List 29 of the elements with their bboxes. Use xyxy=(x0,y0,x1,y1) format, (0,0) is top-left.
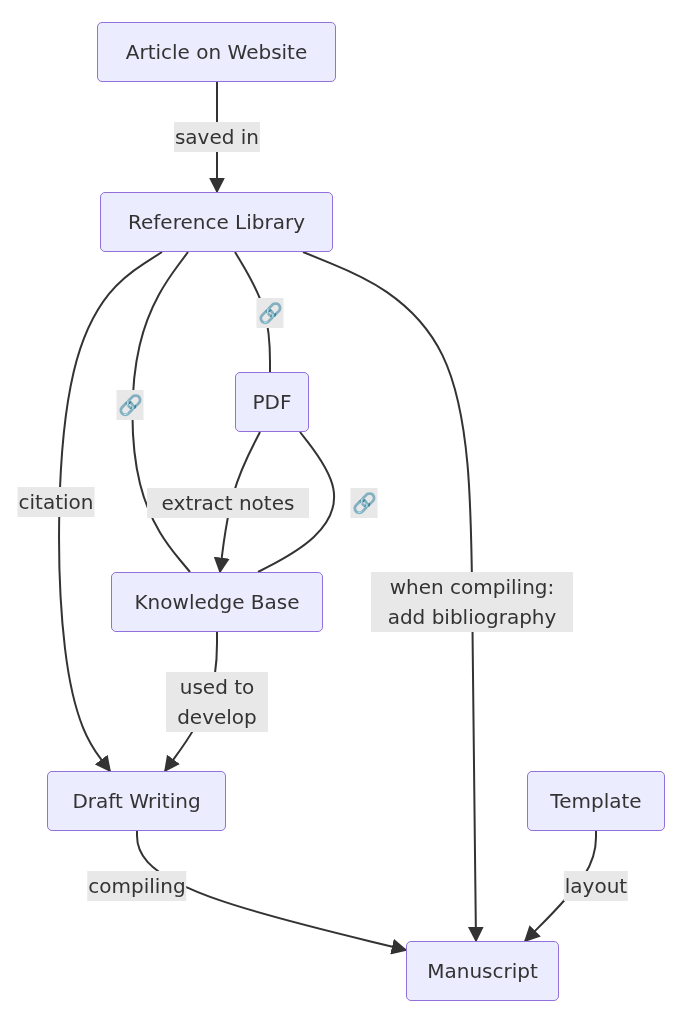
edge-label: 🔗 xyxy=(116,390,144,420)
edge-label: when compiling: add bibliography xyxy=(371,572,573,632)
edge-label: layout xyxy=(563,871,629,901)
process-box xyxy=(527,771,665,831)
process-box xyxy=(100,192,333,252)
edge-label: saved in xyxy=(173,122,261,152)
edge-label: used to develop xyxy=(166,672,268,732)
node-label: Knowledge Base xyxy=(134,590,300,614)
process-box xyxy=(97,22,336,82)
connector-line xyxy=(257,431,336,573)
node-label: Template xyxy=(550,789,642,813)
edge-label: compiling xyxy=(87,871,187,901)
arrow xyxy=(302,251,484,943)
arrow xyxy=(136,830,408,955)
edge-label: extract notes xyxy=(147,488,309,518)
node-label: Draft Writing xyxy=(72,789,201,813)
process-box xyxy=(47,771,226,831)
node-label: Manuscript xyxy=(427,959,538,983)
process-box xyxy=(111,572,323,632)
node-label: Reference Library xyxy=(128,210,305,234)
process-box xyxy=(235,372,309,432)
edge-label: 🔗 xyxy=(350,488,378,518)
arrow xyxy=(58,251,163,773)
node-label: Article on Website xyxy=(125,40,308,64)
edge-label: citation xyxy=(17,487,95,517)
process-box xyxy=(406,941,559,1001)
edge-label: 🔗 xyxy=(256,298,284,328)
node-label: PDF xyxy=(252,390,292,414)
connector-line xyxy=(131,251,191,573)
